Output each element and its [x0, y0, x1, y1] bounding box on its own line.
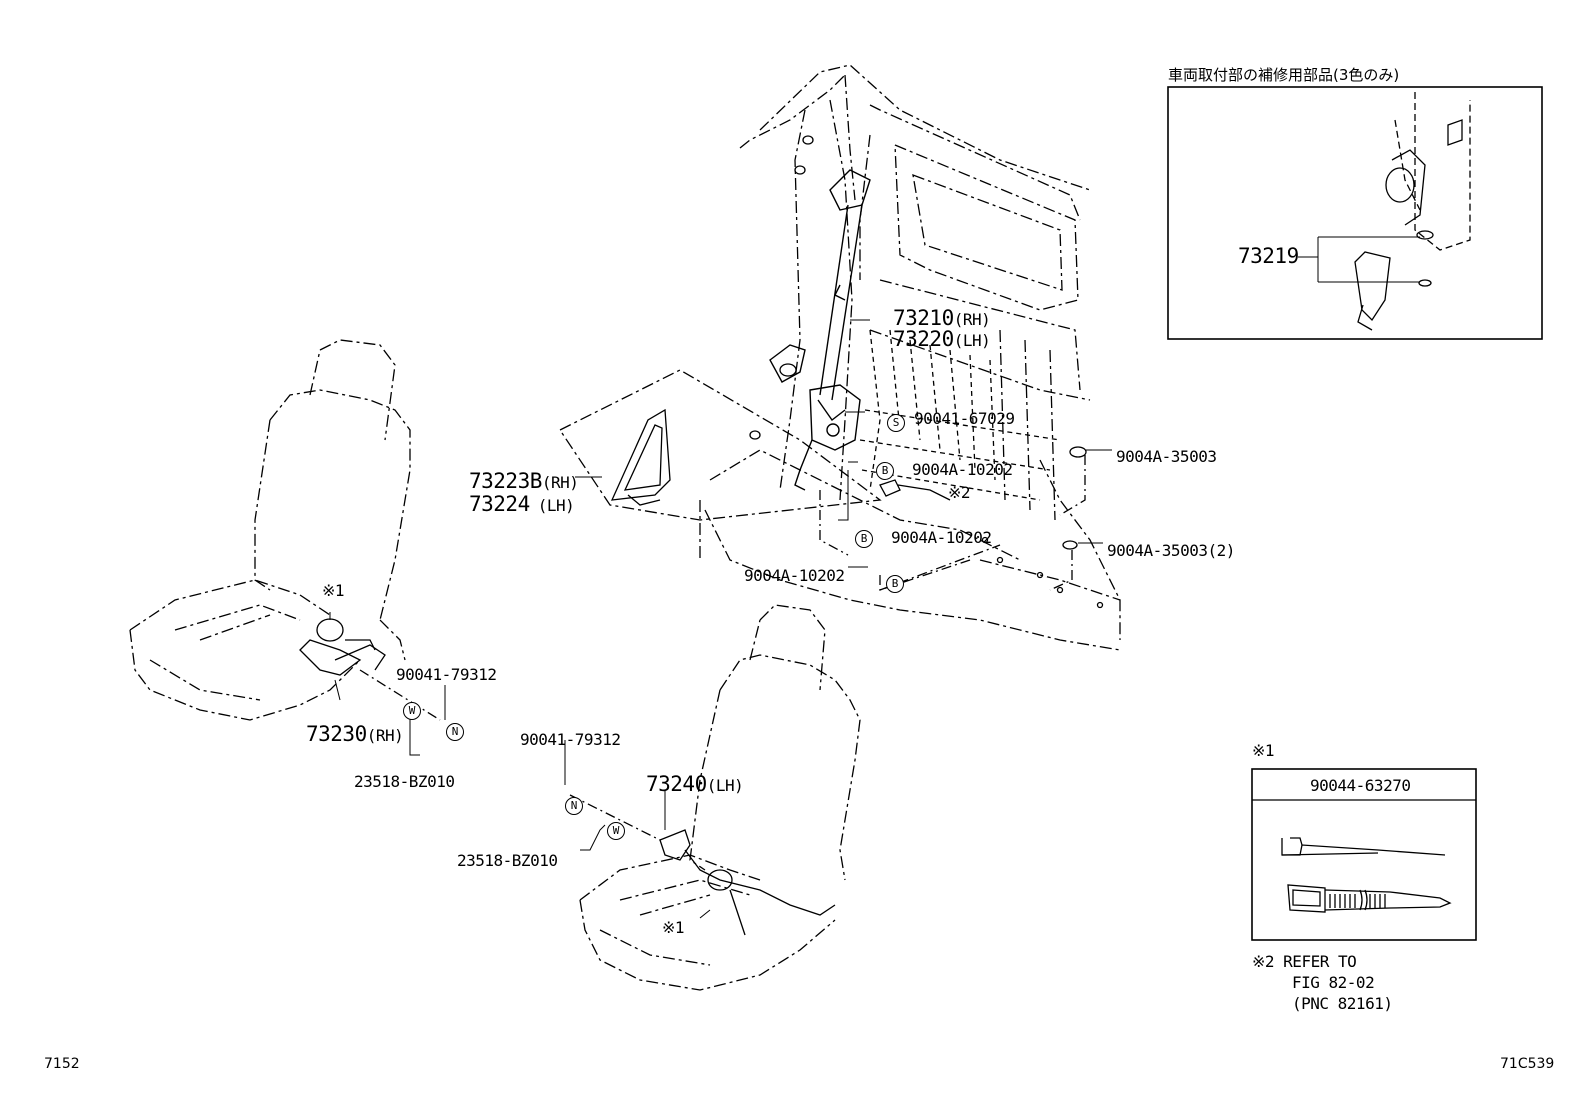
part-9004a-10202-c: 9004A-10202 — [744, 566, 845, 585]
part-73224: 73224(LH) — [469, 492, 575, 516]
inset-anchor-drawing — [1394, 92, 1471, 251]
symbol-w-lh: W — [607, 822, 625, 840]
lh-bolt-line — [569, 794, 661, 841]
inset-retractor-drawing — [1354, 119, 1463, 331]
rh-bolt-line — [359, 669, 441, 721]
inset-leader — [1298, 236, 1420, 283]
part-23518-bz010-b: 23518-BZ010 — [457, 851, 558, 870]
footer-right-code: 71C539 — [1500, 1056, 1555, 1072]
center-leaders — [575, 319, 1112, 568]
pillar-trim-assembly — [610, 408, 671, 506]
cab-body — [699, 64, 1121, 651]
legend-note-2-line1: ※2 REFER TO — [1252, 952, 1357, 971]
symbol-s: S — [887, 414, 905, 432]
part-73210: 73210(RH) — [893, 306, 991, 330]
part-9004a-10202-b: 9004A-10202 — [891, 528, 992, 547]
legend-note-1-part: 90044-63270 — [1310, 776, 1411, 795]
note-1-mark-rh: ※1 — [322, 581, 345, 600]
rh-leaders — [329, 612, 446, 756]
legend-note-1-header: ※1 — [1252, 741, 1275, 760]
buckle-lh — [659, 829, 836, 936]
harness-connector — [879, 479, 951, 501]
footer-left-code: 7152 — [44, 1056, 80, 1072]
clips — [1062, 446, 1087, 550]
seat-rh — [129, 339, 411, 721]
part-9004a-35003: 9004A-35003 — [1116, 447, 1217, 466]
part-73240: 73240(LH) — [646, 772, 744, 796]
buckle-rh — [299, 618, 386, 676]
part-23518-bz010-a: 23518-BZ010 — [354, 772, 455, 791]
part-73220: 73220(LH) — [893, 327, 991, 351]
symbol-w-rh: W — [403, 702, 421, 720]
note-2-mark: ※2 — [948, 483, 971, 502]
body-holes — [749, 135, 1104, 609]
symbol-b-2: B — [855, 530, 873, 548]
shoulder-belt-assembly — [769, 169, 871, 491]
symbol-n-lh: N — [565, 797, 583, 815]
legend-note-2-line3: (PNC 82161) — [1292, 994, 1393, 1013]
inset-title: 車両取付部の補修用部品(3色のみ) — [1168, 66, 1400, 84]
part-73219: 73219 — [1238, 244, 1299, 268]
clamp-drawing — [1281, 837, 1452, 913]
seat-lh — [579, 604, 861, 991]
part-90041-79312-a: 90041-79312 — [396, 665, 497, 684]
symbol-n-rh: N — [446, 723, 464, 741]
legend-frame — [1251, 768, 1477, 941]
lh-leaders — [564, 740, 711, 919]
symbol-b-1: B — [876, 462, 894, 480]
symbol-b-3: B — [886, 575, 904, 593]
legend-note-2-line2: FIG 82-02 — [1292, 973, 1375, 992]
part-90041-79312-b: 90041-79312 — [520, 730, 621, 749]
part-9004a-35003-2: 9004A-35003(2) — [1107, 541, 1235, 560]
inset-frame — [1167, 86, 1543, 340]
trim-outline — [559, 369, 882, 521]
note-1-mark-lh: ※1 — [662, 918, 685, 937]
part-73230: 73230(RH) — [306, 722, 404, 746]
part-9004a-10202-a: 9004A-10202 — [912, 460, 1013, 479]
part-73223b: 73223B(RH) — [469, 469, 579, 493]
part-90041-67029: 90041-67029 — [914, 409, 1015, 428]
